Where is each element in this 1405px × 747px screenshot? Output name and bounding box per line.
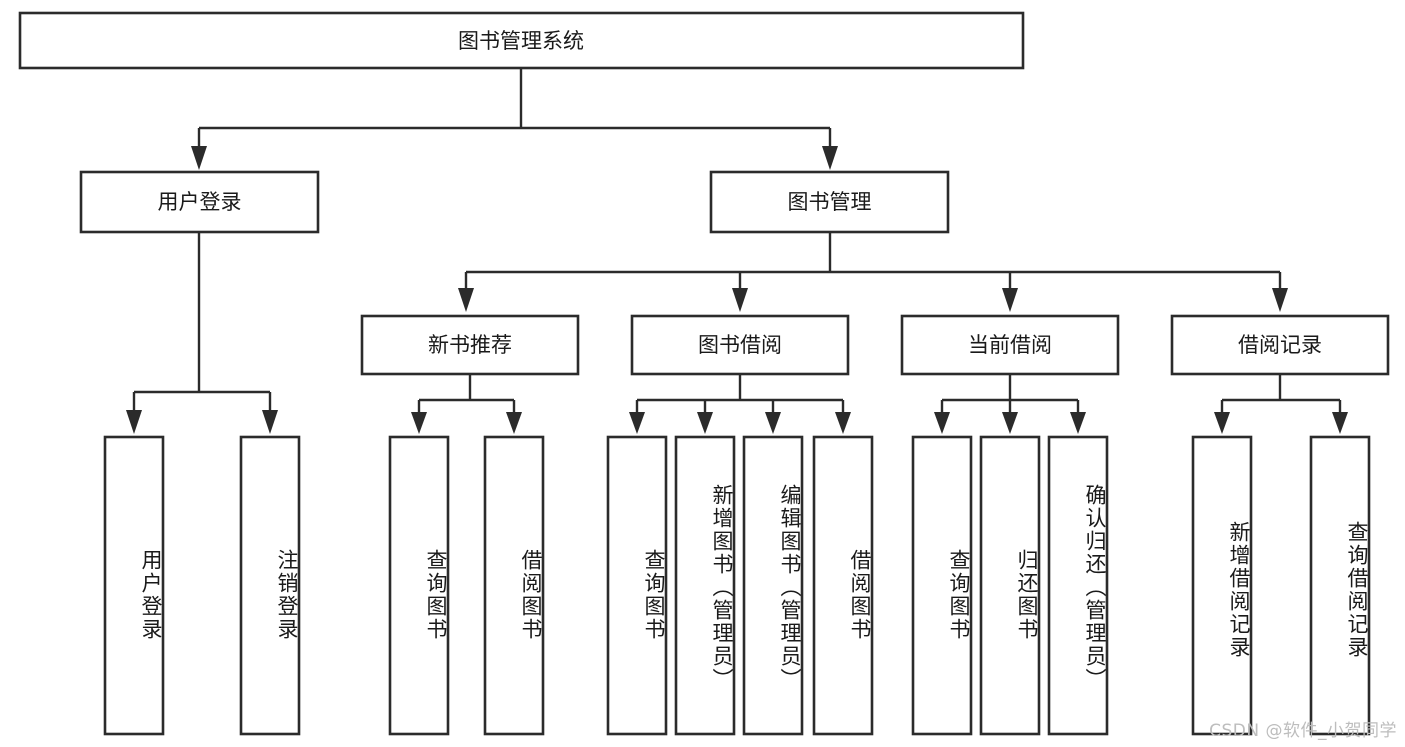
arrow-head-borrow-record <box>1272 288 1288 312</box>
node-book-borrow-label: 图书借阅 <box>698 333 782 357</box>
arrow-head-leaf-query-book-1 <box>411 412 427 434</box>
node-new-book-recommend-box[interactable] <box>360 314 580 376</box>
leaf-boxes-group <box>103 435 1371 736</box>
leaf-box-return-book[interactable] <box>979 435 1041 736</box>
node-borrow-record-box[interactable] <box>1170 314 1390 376</box>
leaf-box-add-record[interactable] <box>1191 435 1253 736</box>
arrow-head-book-manage <box>822 146 838 170</box>
node-user-login-box[interactable] <box>79 170 320 234</box>
leaf-box-logout-login[interactable] <box>239 435 301 736</box>
csdn-watermark: CSDN @软件_小贺同学 <box>1209 721 1397 741</box>
arrow-head-book-borrow <box>732 288 748 312</box>
arrow-head-leaf-add-record <box>1214 412 1230 434</box>
arrow-head-current-borrow <box>1002 288 1018 312</box>
arrow-head-leaf-borrow-book-2 <box>835 412 851 434</box>
node-root[interactable]: 图书管理系统 <box>18 11 1025 70</box>
arrow-head-leaf-query-book-2 <box>629 412 645 434</box>
node-root-box[interactable] <box>18 11 1025 70</box>
arrow-head-leaf-return-book <box>1002 412 1018 434</box>
leaf-box-user-login[interactable] <box>103 435 165 736</box>
connector-group-user-login <box>126 233 278 434</box>
connector-group-book-borrow <box>629 375 851 434</box>
leaf-box-query-record[interactable] <box>1309 435 1371 736</box>
leaf-box-add-book[interactable] <box>674 435 736 736</box>
node-new-book-recommend[interactable]: 新书推荐 <box>360 314 580 376</box>
connector-group-current-borrow <box>934 375 1086 434</box>
node-borrow-record[interactable]: 借阅记录 <box>1170 314 1390 376</box>
arrow-head-new-book-recommend <box>458 288 474 312</box>
node-borrow-record-label: 借阅记录 <box>1238 333 1322 357</box>
node-book-borrow[interactable]: 图书借阅 <box>630 314 850 376</box>
node-user-login[interactable]: 用户登录 <box>79 170 320 234</box>
arrow-head-leaf-borrow-book-1 <box>506 412 522 434</box>
leaf-box-borrow-book-1[interactable] <box>483 435 545 736</box>
leaf-box-query-book-2[interactable] <box>606 435 668 736</box>
node-user-login-label: 用户登录 <box>158 190 242 214</box>
connector-group-root <box>191 68 838 170</box>
node-current-borrow-box[interactable] <box>900 314 1120 376</box>
leaf-box-confirm-return[interactable] <box>1047 435 1109 736</box>
node-book-manage-label: 图书管理 <box>788 190 872 214</box>
arrow-head-leaf-user-login <box>126 410 142 434</box>
node-book-manage[interactable]: 图书管理 <box>709 170 950 234</box>
node-book-manage-box[interactable] <box>709 170 950 234</box>
arrow-head-leaf-query-book-3 <box>934 412 950 434</box>
connector-group-book-manage <box>458 233 1288 312</box>
node-current-borrow[interactable]: 当前借阅 <box>900 314 1120 376</box>
arrow-head-user-login <box>191 146 207 170</box>
connector-group-borrow-record <box>1214 375 1348 434</box>
node-root-label: 图书管理系统 <box>458 29 584 53</box>
leaf-box-query-book-3[interactable] <box>911 435 973 736</box>
node-new-book-recommend-label: 新书推荐 <box>428 333 512 357</box>
arrow-head-leaf-edit-book <box>765 412 781 434</box>
connector-group-new-book-recommend <box>411 375 522 434</box>
leaf-box-edit-book[interactable] <box>742 435 804 736</box>
node-current-borrow-label: 当前借阅 <box>968 333 1052 357</box>
arrow-head-leaf-logout-login <box>262 410 278 434</box>
node-book-borrow-box[interactable] <box>630 314 850 376</box>
arrow-head-leaf-confirm-return <box>1070 412 1086 434</box>
arrow-head-leaf-query-record <box>1332 412 1348 434</box>
leaf-box-borrow-book-2[interactable] <box>812 435 874 736</box>
arrow-head-leaf-add-book <box>697 412 713 434</box>
leaf-box-query-book-1[interactable] <box>388 435 450 736</box>
